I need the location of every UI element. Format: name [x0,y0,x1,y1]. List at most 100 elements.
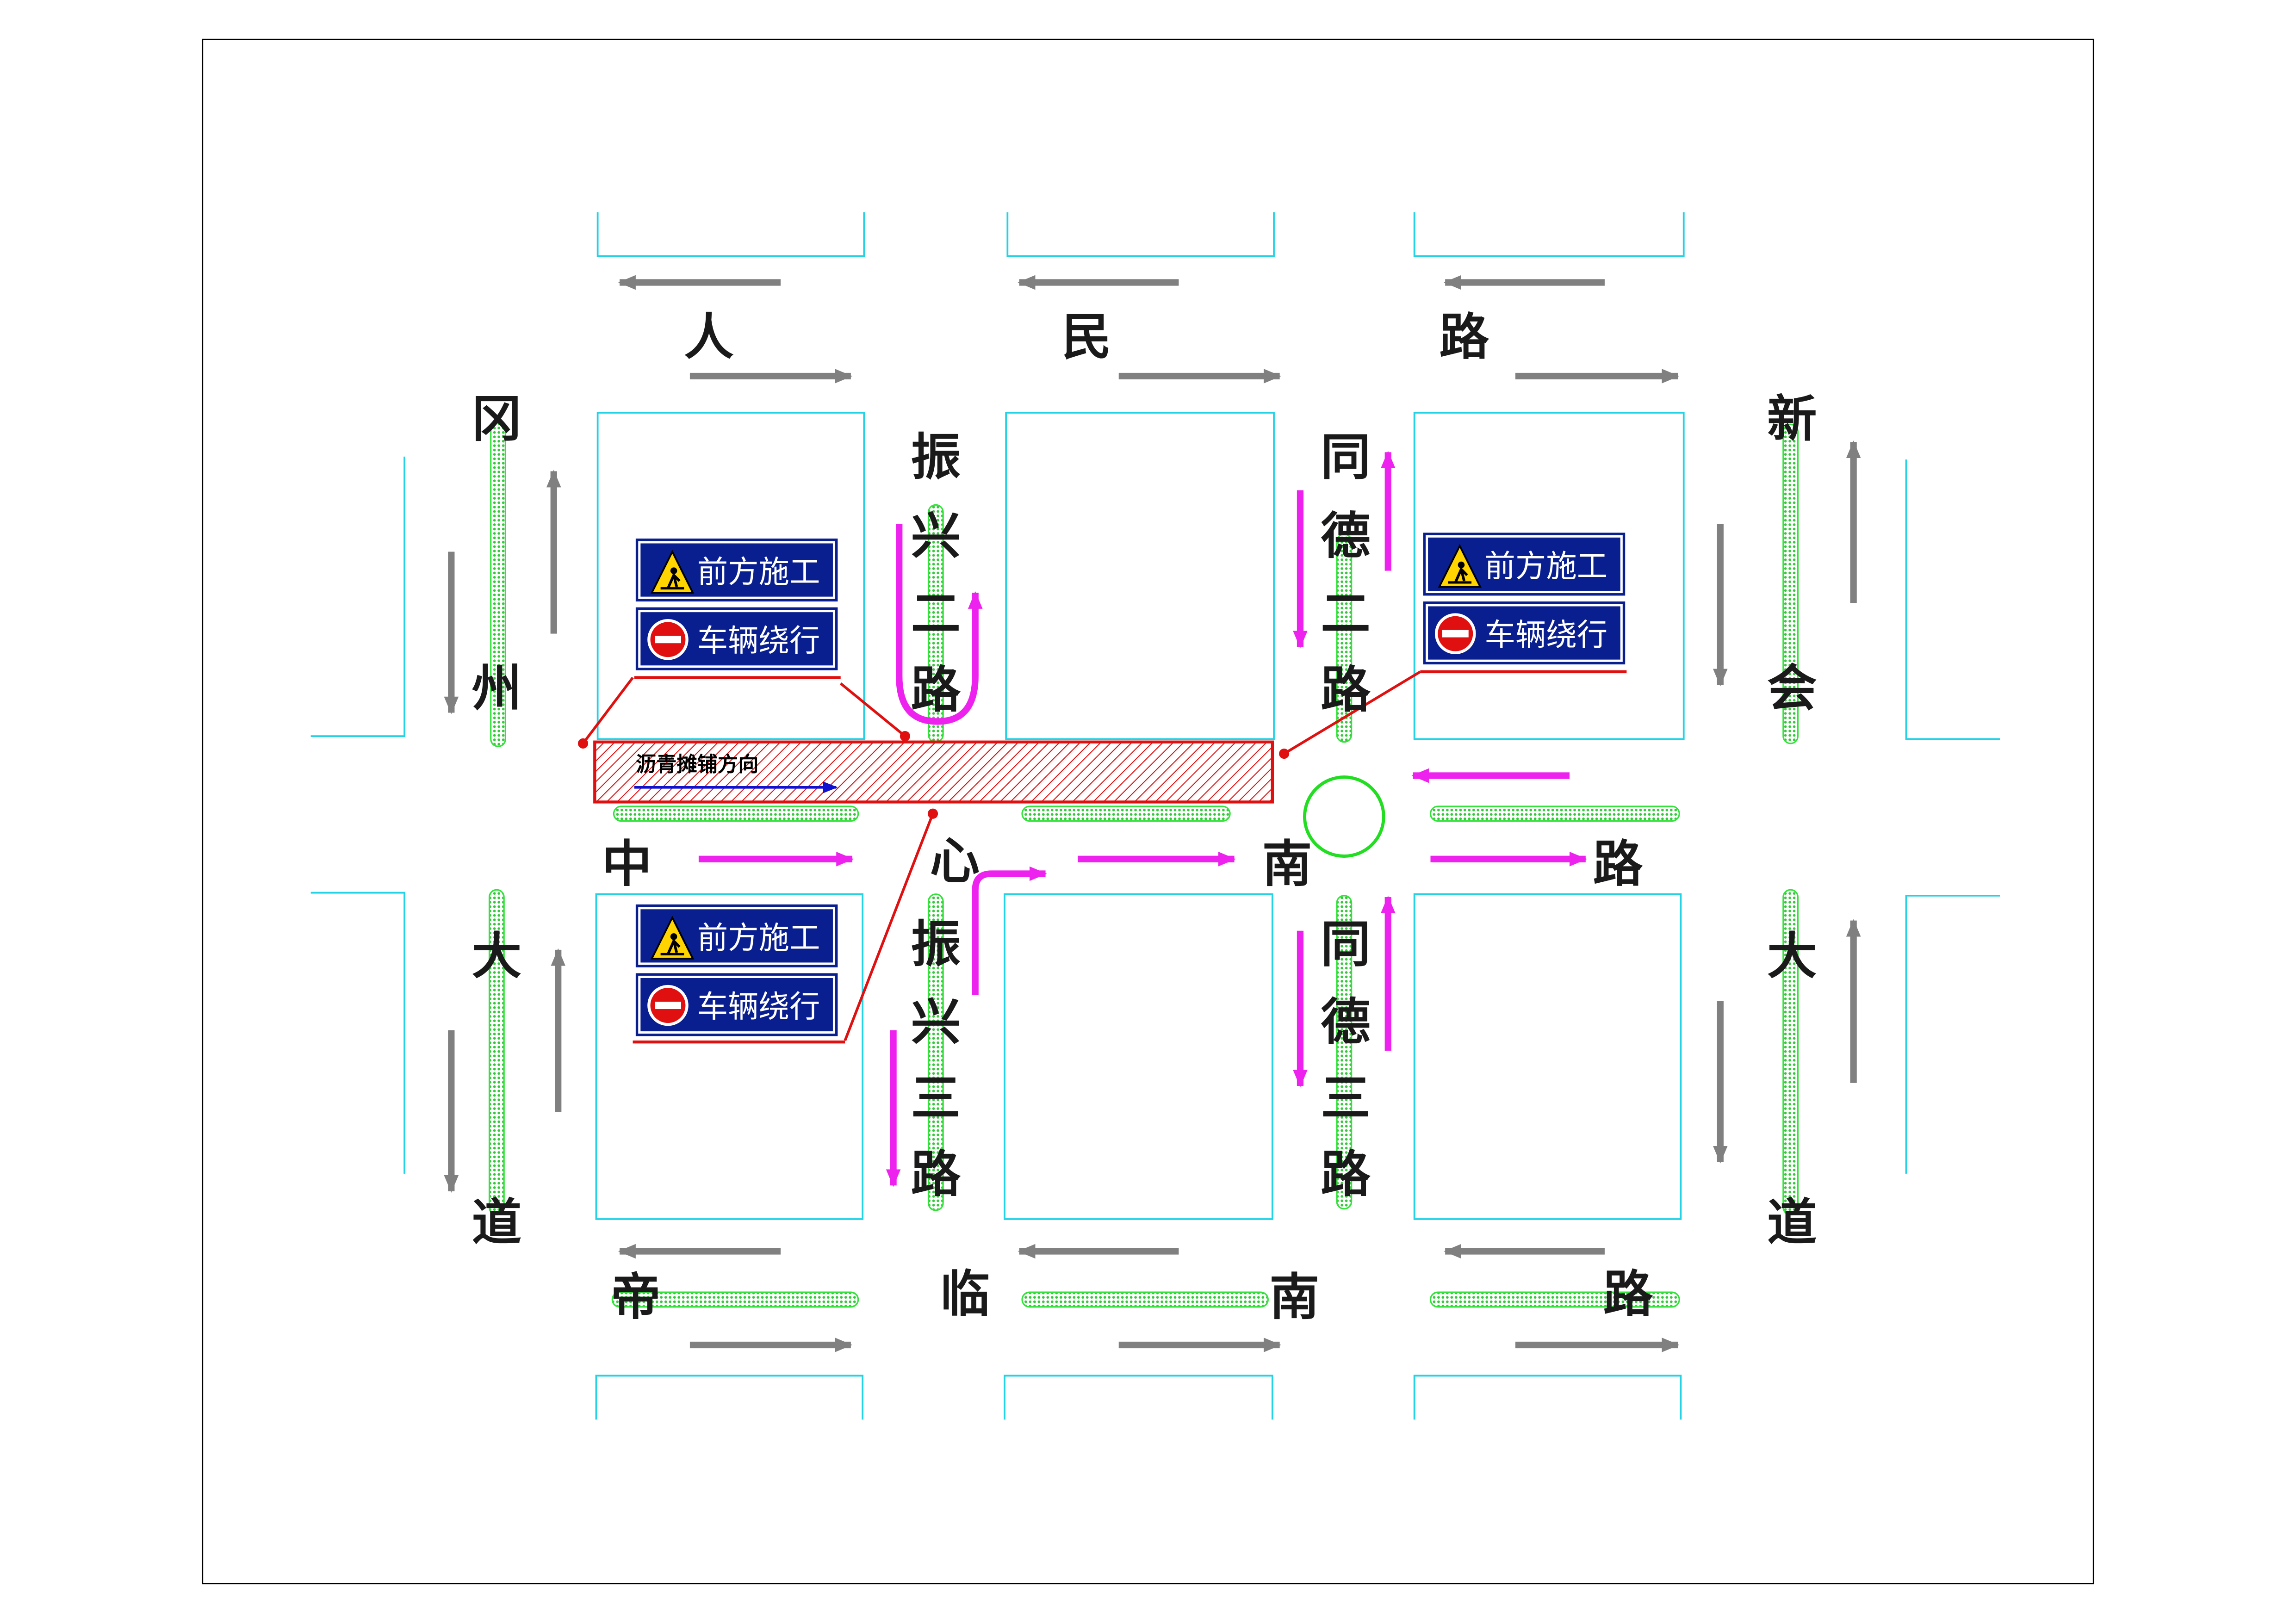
road-label-char: 路 [1321,661,1371,719]
road-label-char: 振 [911,916,961,973]
road-label-char: 临 [940,1265,990,1323]
road-label-char: 民 [1061,308,1111,366]
leader-line-ne [1283,670,1421,755]
block-bottom-partial-3 [1413,1375,1682,1420]
detour-arrow-turn-east [972,866,1047,995]
no-entry-icon [1434,613,1476,654]
work-zone: 沥青摊铺方向 [593,740,1274,804]
worker-icon [650,916,695,960]
road-label-char: 路 [1603,1265,1653,1323]
sign-inner-border [1426,604,1623,662]
leader-dots [577,731,1290,819]
belt-dilin-2 [1021,1291,1269,1308]
road-label-char: 路 [911,661,961,719]
road-label-char: 道 [1767,1194,1817,1251]
block-south-west [595,893,864,1220]
paving-direction-label: 沥青摊铺方向 [636,753,759,776]
belt-gangzhou-south [488,889,505,1216]
detour-arrows [698,451,1587,1187]
block-north-west [596,412,865,740]
road-label-char: 同 [1321,428,1371,486]
sign-inner-border [638,610,836,668]
leader-dot [927,808,938,819]
belt-zhongxin-3 [1429,805,1680,822]
block-far-east-north [1905,459,2000,740]
road-label-char: 德 [1321,993,1371,1051]
block-top-partial-3 [1413,212,1685,257]
belt-zhenxing3 [927,893,944,1211]
road-label-char: 会 [1767,660,1817,718]
sign-inner-border [1426,535,1623,594]
road-label-char: 二 [1321,585,1371,643]
belt-gangzhou-north [490,421,506,747]
sign-group-south-west: 前方施工 车辆绕行 [635,904,838,1036]
sign-group-north-west: 前方施工 车辆绕行 [635,539,838,670]
worker-icon [1438,544,1482,588]
road-label-char: 路 [1439,308,1489,366]
road-label-char: 路 [1593,835,1643,893]
roundabout-circle [1303,775,1385,858]
block-north-center [1005,412,1275,740]
belt-zhongxin-2 [1021,805,1231,822]
road-label-char: 路 [1321,1146,1371,1203]
block-north-east [1413,412,1685,740]
road-label-char: 三 [911,1069,961,1127]
belt-dilin-3 [1429,1291,1680,1308]
leader-line-sw [844,813,934,1041]
leader-dot [577,738,589,749]
detour-arrow-u-turn [896,524,983,725]
vehicle-detour-text: 车辆绕行 [1485,617,1608,653]
road-label-char: 大 [1767,928,1817,985]
belt-tongde3 [1336,895,1353,1210]
block-bottom-partial-1 [595,1375,864,1420]
road-label-char: 德 [1321,508,1371,565]
belt-tongde2 [1336,533,1353,743]
road-label-char: 南 [1270,1269,1320,1326]
road-label-char: 道 [472,1194,522,1251]
road-label-char: 心 [930,832,980,890]
road-label-char: 帝 [611,1269,661,1326]
sign-inner-border [638,975,836,1034]
road-label-char: 南 [1262,835,1312,893]
worker-icon [650,550,695,594]
leader-line-nw-left [582,676,634,744]
road-label-char: 中 [602,835,652,893]
green-belts [488,421,1799,1308]
sign-inner-border [638,907,836,965]
belt-xinhui-north [1782,423,1799,744]
city-blocks [310,212,2000,1420]
leader-dot [900,731,910,742]
block-top-partial-1 [596,212,865,257]
road-label-char: 路 [911,1146,961,1203]
no-entry-icon [647,985,689,1026]
road-label-char: 二 [911,585,961,643]
gray-traffic-arrows [444,275,1861,1352]
road-label-char: 新 [1767,390,1817,448]
road-label-char: 冈 [472,390,522,448]
block-south-center [1004,893,1273,1220]
sign-leader-lines [582,670,1421,1041]
drawing-frame [201,38,2095,1585]
belt-dilin-1 [611,1291,859,1308]
construction-ahead-text: 前方施工 [1485,548,1608,584]
road-label-char: 州 [472,660,522,718]
block-top-partial-2 [1006,212,1275,257]
road-label-char: 兴 [911,508,961,565]
block-south-east [1413,893,1682,1220]
block-far-west-south [310,892,405,1174]
no-entry-icon [647,619,689,660]
sign-group-north-east: 前方施工 车辆绕行 [1423,533,1626,665]
block-far-west-north [310,456,405,737]
leader-dot [1279,748,1290,759]
road-label-char: 三 [1321,1069,1371,1127]
road-label-char: 振 [911,428,961,486]
road-label-char: 兴 [911,993,961,1051]
construction-ahead-text: 前方施工 [697,920,820,956]
road-label-char: 人 [684,308,734,366]
sign-inner-border [638,541,836,599]
road-label-char: 大 [472,928,522,985]
road-labels: 人 民 路 中 心 南 路 帝 临 南 路 冈 州 大 道 新 会 大 道 振 … [472,308,1817,1326]
vehicle-detour-text: 车辆绕行 [697,623,820,659]
block-far-east-south [1905,894,2000,1174]
